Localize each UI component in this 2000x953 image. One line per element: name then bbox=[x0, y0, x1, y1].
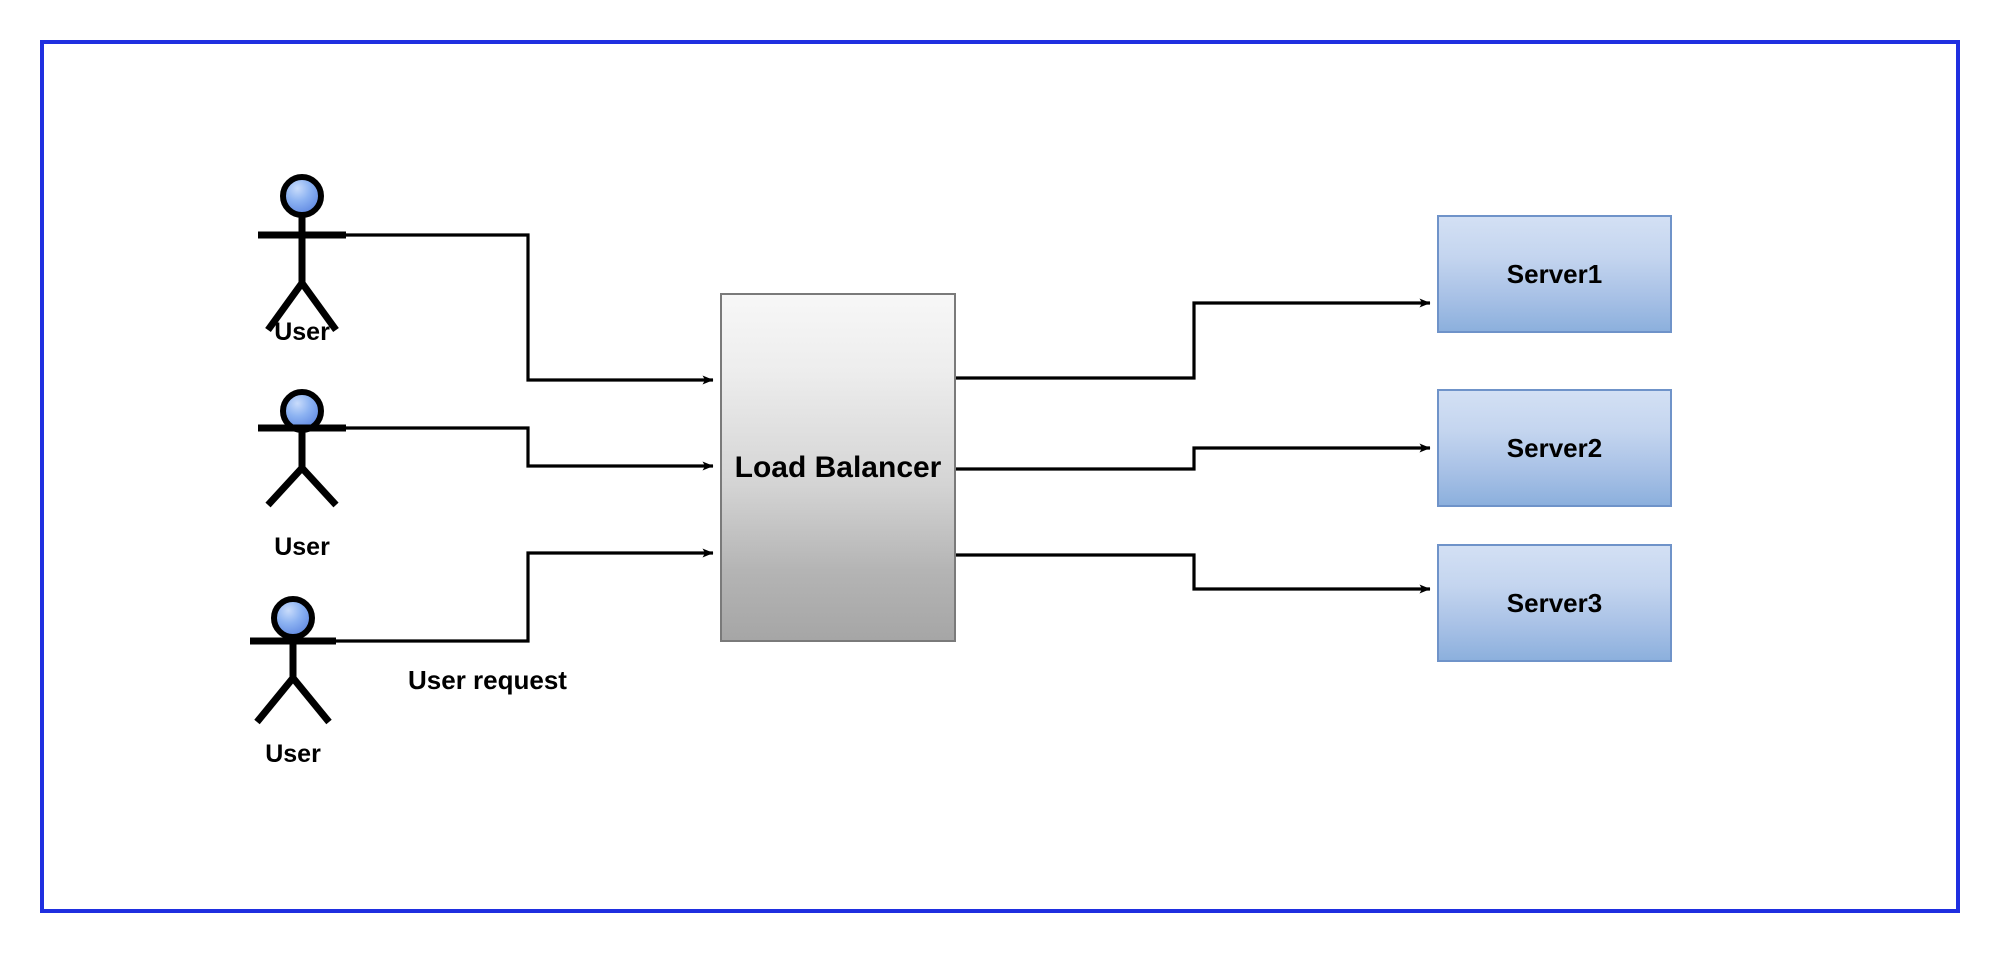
actor-icon-user-3 bbox=[250, 596, 336, 725]
actor-icon-user-1 bbox=[258, 174, 346, 333]
actor-label-user-3: User bbox=[265, 740, 321, 768]
node-label-load-balancer: Load Balancer bbox=[734, 450, 942, 484]
node-server-2[interactable]: Server2 bbox=[1437, 389, 1672, 507]
node-label-server-3: Server3 bbox=[1506, 587, 1603, 618]
actor-label-user-1: User bbox=[274, 318, 330, 346]
connector-user1-to-loadbalancer bbox=[333, 233, 714, 385]
node-server-3[interactable]: Server3 bbox=[1437, 544, 1672, 662]
node-label-server-2: Server2 bbox=[1506, 432, 1603, 463]
node-server-1[interactable]: Server1 bbox=[1437, 215, 1672, 333]
connector-loadbalancer-to-server2 bbox=[956, 443, 1431, 471]
node-load-balancer[interactable]: Load Balancer bbox=[720, 293, 956, 642]
node-label-server-1: Server1 bbox=[1506, 258, 1603, 289]
connector-user2-to-loadbalancer bbox=[333, 426, 714, 471]
connector-user3-to-loadbalancer bbox=[333, 548, 714, 643]
connector-loadbalancer-to-server3 bbox=[956, 553, 1431, 594]
actor-icon-user-2 bbox=[258, 389, 346, 508]
edge-label-user-request: User request bbox=[408, 665, 567, 695]
actor-label-user-2: User bbox=[274, 533, 330, 561]
connector-loadbalancer-to-server1 bbox=[956, 298, 1431, 380]
